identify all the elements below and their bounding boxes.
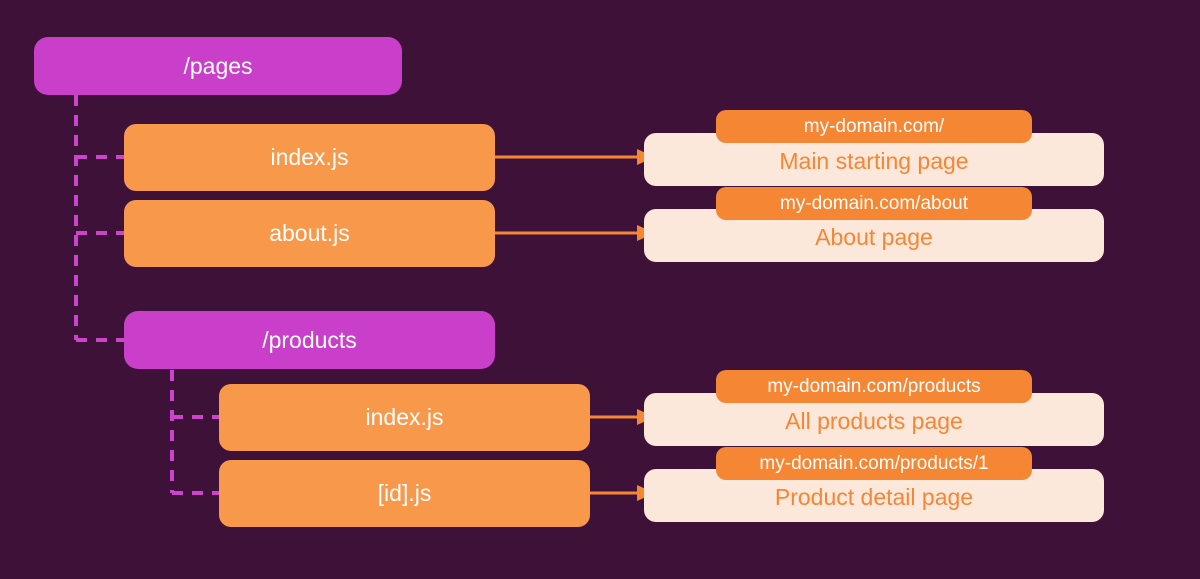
arrow-index-root: [495, 149, 655, 165]
url-tag-about[interactable]: my-domain.com/about: [716, 187, 1032, 220]
url-tag-all-products[interactable]: my-domain.com/products: [716, 370, 1032, 403]
page-description: Product detail page: [774, 484, 974, 510]
node-label: about.js: [269, 220, 350, 246]
node-about-js-root[interactable]: about.js: [124, 200, 495, 267]
node-label: /products: [262, 326, 357, 353]
node-label: index.js: [270, 144, 349, 170]
url-text: my-domain.com/products/1: [759, 452, 989, 474]
node-label: [id].js: [377, 480, 432, 506]
arrow-about-root: [495, 225, 655, 241]
node-id-js-products[interactable]: [id].js: [219, 460, 590, 527]
page-description: About page: [815, 224, 933, 250]
node-index-js-products[interactable]: index.js: [219, 384, 590, 451]
url-tag-product-detail[interactable]: my-domain.com/products/1: [716, 447, 1032, 480]
url-text: my-domain.com/about: [780, 192, 968, 214]
page-description: Main starting page: [779, 148, 969, 174]
page-description: All products page: [785, 408, 963, 434]
url-text: my-domain.com/: [803, 115, 945, 137]
node-index-js-root[interactable]: index.js: [124, 124, 495, 191]
node-pages-directory[interactable]: /pages: [34, 37, 402, 95]
url-tag-main[interactable]: my-domain.com/: [716, 110, 1032, 143]
node-products-directory[interactable]: /products: [124, 311, 495, 369]
url-text: my-domain.com/products: [767, 375, 981, 397]
node-label: /pages: [183, 52, 253, 79]
node-label: index.js: [365, 404, 444, 430]
